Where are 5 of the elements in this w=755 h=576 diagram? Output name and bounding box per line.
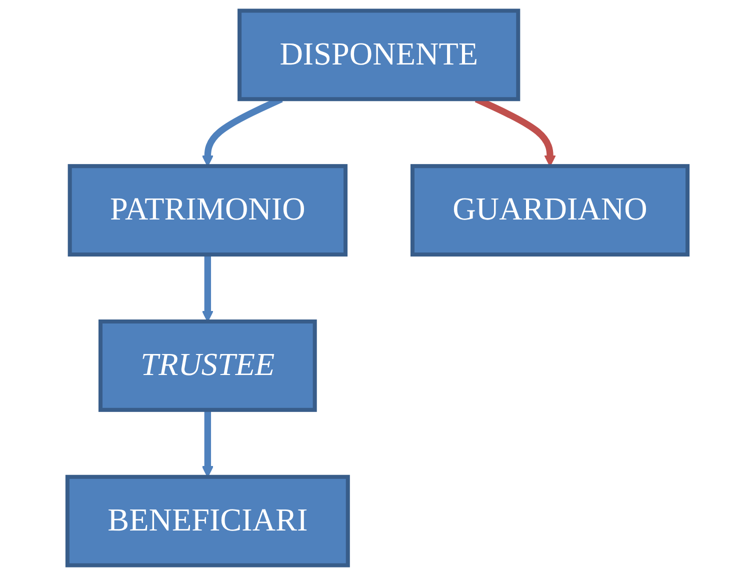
- node-box: DISPONENTE: [238, 8, 520, 102]
- node-box: GUARDIANO: [410, 164, 690, 257]
- node-box: TRUSTEE: [98, 319, 317, 412]
- node-box: PATRIMONIO: [68, 164, 348, 257]
- node-box: BENEFICIARI: [65, 474, 350, 568]
